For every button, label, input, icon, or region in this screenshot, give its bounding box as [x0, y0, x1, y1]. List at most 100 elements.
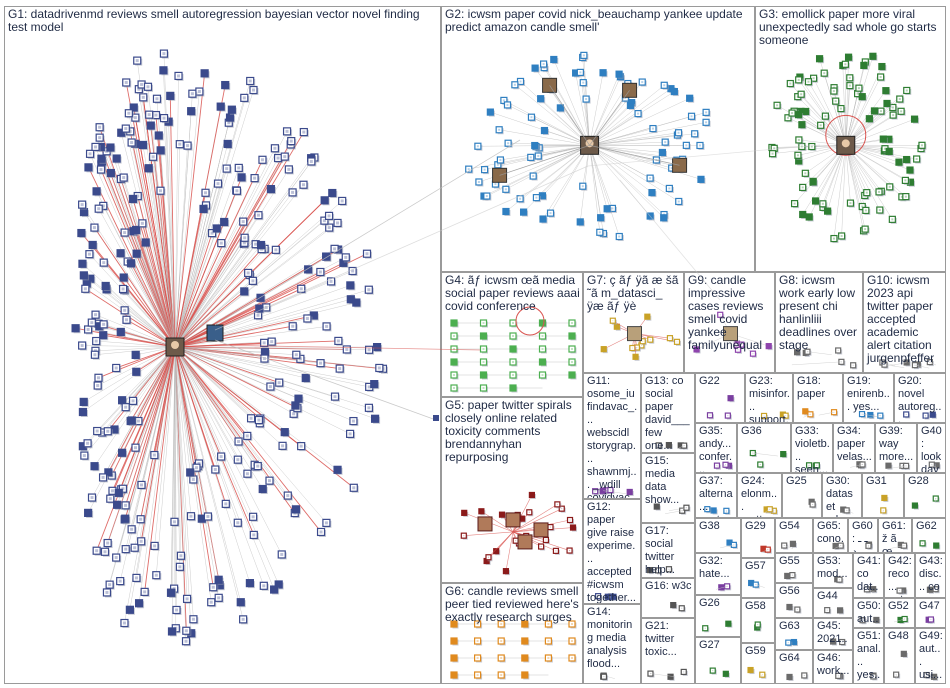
vertex-icon[interactable] — [278, 441, 288, 451]
vertex-icon[interactable] — [216, 102, 226, 112]
vertex-icon[interactable] — [139, 93, 149, 103]
vertex-icon[interactable] — [704, 506, 712, 514]
vertex-icon[interactable] — [99, 258, 109, 268]
vertex-icon[interactable] — [465, 165, 474, 174]
vertex-icon[interactable] — [503, 101, 512, 110]
vertex-icon[interactable] — [521, 671, 530, 680]
vertex-icon[interactable] — [785, 639, 793, 647]
vertex-icon[interactable] — [873, 616, 881, 624]
vertex-icon[interactable] — [114, 488, 124, 498]
vertex-icon[interactable] — [119, 273, 129, 283]
vertex-icon[interactable] — [299, 127, 309, 138]
vertex-icon[interactable] — [370, 380, 380, 390]
vertex-icon[interactable] — [900, 542, 909, 550]
vertex-icon[interactable] — [794, 606, 802, 614]
vertex-icon[interactable] — [576, 68, 585, 77]
vertex-icon[interactable] — [600, 673, 608, 681]
vertex-icon[interactable] — [877, 73, 886, 82]
vertex-icon[interactable] — [903, 411, 911, 419]
vertex-icon[interactable] — [896, 587, 904, 595]
vertex-icon[interactable] — [182, 626, 192, 636]
vertex-icon[interactable] — [502, 568, 510, 576]
vertex-icon[interactable] — [802, 107, 811, 116]
vertex-icon[interactable] — [121, 514, 131, 524]
vertex-icon[interactable] — [496, 156, 505, 165]
vertex-icon[interactable] — [87, 493, 98, 503]
vertex-icon[interactable] — [824, 607, 832, 615]
hub-avatar[interactable] — [672, 157, 688, 173]
vertex-icon[interactable] — [556, 104, 565, 113]
vertex-icon[interactable] — [901, 615, 909, 624]
vertex-icon[interactable] — [521, 654, 530, 663]
vertex-icon[interactable] — [615, 70, 624, 79]
vertex-icon[interactable] — [322, 518, 332, 528]
vertex-icon[interactable] — [183, 141, 193, 151]
vertex-icon[interactable] — [841, 60, 850, 69]
vertex-icon[interactable] — [102, 588, 112, 598]
vertex-icon[interactable] — [103, 427, 113, 437]
vertex-icon[interactable] — [328, 188, 338, 199]
vertex-icon[interactable] — [362, 249, 372, 259]
vertex-icon[interactable] — [291, 505, 301, 515]
vertex-icon[interactable] — [875, 188, 884, 197]
vertex-icon[interactable] — [509, 371, 518, 380]
vertex-icon[interactable] — [342, 345, 352, 355]
vertex-icon[interactable] — [214, 593, 224, 603]
vertex-icon[interactable] — [450, 319, 459, 328]
vertex-icon[interactable] — [128, 396, 139, 406]
vertex-icon[interactable] — [599, 69, 608, 78]
vertex-icon[interactable] — [554, 501, 562, 509]
vertex-icon[interactable] — [538, 543, 546, 551]
vertex-icon[interactable] — [632, 353, 640, 361]
vertex-icon[interactable] — [85, 149, 96, 159]
vertex-icon[interactable] — [333, 465, 343, 475]
vertex-icon[interactable] — [877, 107, 886, 116]
vertex-icon[interactable] — [287, 137, 297, 147]
vertex-icon[interactable] — [253, 461, 263, 472]
vertex-icon[interactable] — [150, 541, 160, 551]
vertex-icon[interactable] — [647, 670, 655, 678]
vertex-icon[interactable] — [167, 627, 177, 637]
vertex-icon[interactable] — [103, 538, 113, 549]
vertex-icon[interactable] — [532, 194, 541, 203]
vertex-icon[interactable] — [280, 428, 290, 438]
vertex-icon[interactable] — [146, 121, 156, 131]
vertex-icon[interactable] — [227, 105, 237, 115]
vertex-icon[interactable] — [568, 371, 577, 380]
vertex-icon[interactable] — [558, 505, 566, 513]
vertex-icon[interactable] — [333, 218, 343, 228]
vertex-icon[interactable] — [239, 615, 249, 625]
vertex-icon[interactable] — [876, 206, 885, 215]
vertex-icon[interactable] — [526, 509, 534, 517]
vertex-icon[interactable] — [566, 547, 574, 555]
vertex-icon[interactable] — [450, 371, 459, 380]
vertex-icon[interactable] — [121, 124, 131, 134]
vertex-icon[interactable] — [927, 616, 935, 624]
vertex-icon[interactable] — [691, 130, 700, 139]
vertex-icon[interactable] — [540, 126, 549, 136]
vertex-icon[interactable] — [283, 491, 293, 501]
vertex-icon[interactable] — [911, 362, 919, 370]
vertex-icon[interactable] — [186, 512, 197, 522]
hub-avatar[interactable] — [517, 534, 533, 550]
vertex-icon[interactable] — [903, 155, 912, 165]
vertex-icon[interactable] — [576, 218, 585, 227]
vertex-icon[interactable] — [127, 525, 137, 535]
vertex-icon[interactable] — [192, 463, 202, 473]
vertex-icon[interactable] — [132, 573, 142, 583]
vertex-icon[interactable] — [722, 670, 730, 678]
vertex-icon[interactable] — [364, 345, 375, 355]
vertex-icon[interactable] — [901, 176, 910, 185]
vertex-icon[interactable] — [813, 462, 821, 470]
vertex-icon[interactable] — [258, 155, 268, 165]
vertex-icon[interactable] — [348, 266, 358, 276]
vertex-icon[interactable] — [607, 486, 615, 495]
vertex-icon[interactable] — [502, 207, 511, 217]
vertex-icon[interactable] — [200, 69, 210, 79]
vertex-icon[interactable] — [509, 358, 518, 367]
vertex-icon[interactable] — [145, 110, 155, 120]
vertex-icon[interactable] — [798, 121, 807, 130]
vertex-icon[interactable] — [245, 579, 255, 589]
vertex-icon[interactable] — [475, 178, 484, 187]
vertex-icon[interactable] — [835, 347, 843, 355]
